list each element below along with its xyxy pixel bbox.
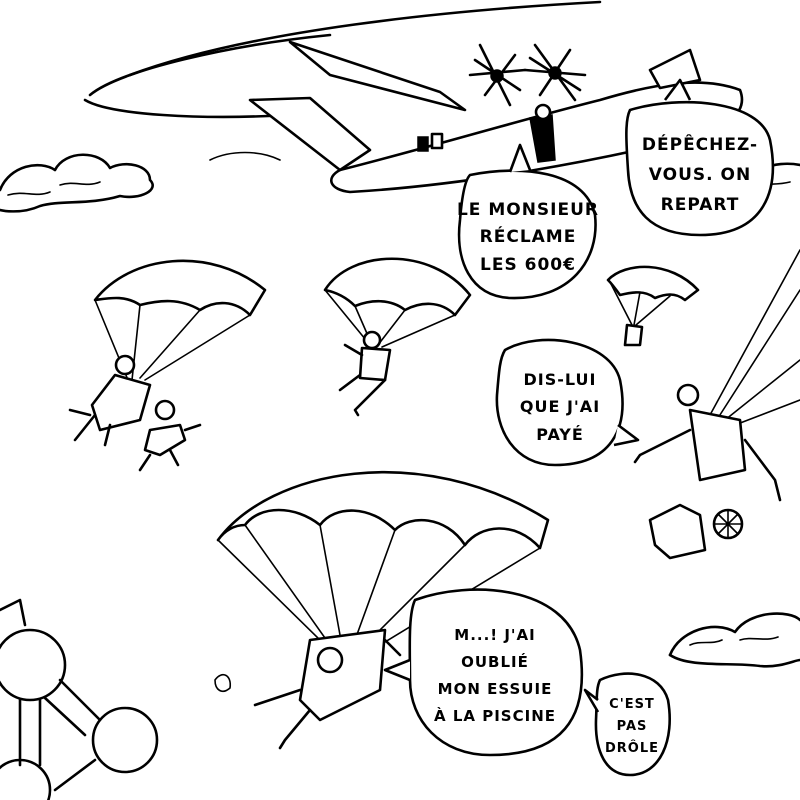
cloud-right-bottom (668, 612, 800, 668)
bubble-merde-line-4: À LA PISCINE (434, 706, 556, 725)
bubble-dis-lui-line-2: QUE J'AI (520, 397, 600, 416)
bubble-monsieur: LE MONSIEUR RÉCLAME LES 600€ (457, 143, 599, 300)
bubble-depechez-line-1: DÉPÊCHEZ- (642, 133, 758, 155)
bubble-dis-lui: DIS-LUI QUE J'AI PAYÉ (495, 338, 640, 467)
bubble-pas-drole-line-3: DRÔLE (605, 740, 659, 756)
propeller-right (523, 43, 587, 102)
bubble-dis-lui-line-1: DIS-LUI (524, 370, 597, 389)
wind-lines (83, 0, 602, 119)
bubble-monsieur-line-1: LE MONSIEUR (457, 200, 599, 220)
bubble-merde-line-3: MON ESSUIE (438, 680, 553, 698)
bubble-pas-drole-line-2: PAS (617, 719, 648, 734)
bubble-merde-line-2: OUBLIÉ (461, 652, 529, 671)
bubble-depechez-line-2: VOUS. ON (649, 165, 751, 185)
bubble-depechez: DÉPÊCHEZ- VOUS. ON REPART (625, 78, 775, 237)
parachutist-main (214, 471, 550, 750)
parachutist-mother-child (68, 259, 267, 472)
parachutist-small (606, 265, 700, 347)
parachutist-middle (323, 257, 472, 417)
bubble-merde-line-1: M...! J'AI (454, 626, 535, 644)
bubble-pas-drole-line-1: C'EST (609, 697, 655, 712)
bubble-pas-drole: C'EST PAS DRÔLE (583, 672, 671, 777)
cloud-left (0, 151, 281, 213)
bubble-dis-lui-line-3: PAYÉ (536, 425, 584, 444)
propeller-left (468, 43, 527, 107)
bubble-monsieur-line-3: LES 600€ (480, 255, 576, 275)
parachutist-tennis (633, 249, 800, 560)
bubble-monsieur-line-2: RÉCLAME (480, 225, 577, 247)
bubble-depechez-line-3: REPART (661, 195, 740, 215)
atomium (0, 598, 159, 800)
bubble-merde: M...! J'AI OUBLIÉ MON ESSUIE À LA PISCIN… (383, 588, 584, 757)
